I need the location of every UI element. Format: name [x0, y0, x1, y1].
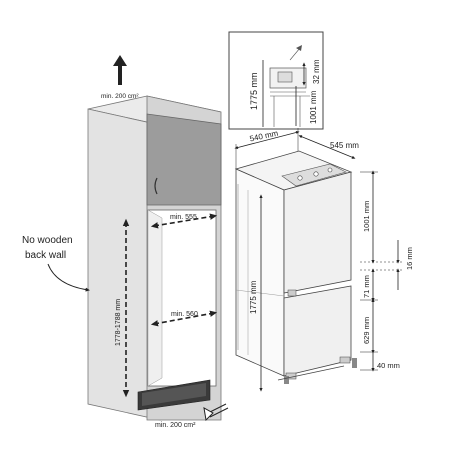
- note-pointer: [47, 263, 90, 292]
- appliance-depth-dimension: [298, 135, 356, 159]
- appliance-door-gap-label: 16 mm: [405, 247, 414, 270]
- note-line-2: back wall: [25, 250, 66, 261]
- width-upper-dimension: [150, 213, 218, 229]
- appliance-lower-door: [283, 285, 352, 377]
- niche-height-label: 1778-1788 mm: [115, 299, 122, 346]
- appliance-depth-label: 545 mm: [330, 141, 359, 150]
- detail-gap-mid-label: 1001 mm: [309, 90, 318, 124]
- appliance-upper-door: [283, 171, 352, 294]
- door-handle: [154, 177, 158, 195]
- appliance-lower-height-label: 629 mm: [362, 317, 371, 344]
- appliance-height-label: 1775 mm: [249, 280, 258, 314]
- air-inlet-arrow: [203, 403, 229, 422]
- width-lower-label: min. 560: [171, 311, 198, 318]
- width-upper-label: min. 555: [170, 214, 197, 221]
- appliance-mid-gap-label: 71 mm: [362, 275, 371, 298]
- appliance-width-label: 540 mm: [249, 129, 279, 144]
- appliance-width-dimension: [234, 130, 300, 150]
- upper-cabinet-door: [146, 113, 222, 206]
- appliance-right-dimensions: [360, 170, 404, 372]
- appliance-bottom-gap-label: 40 mm: [377, 361, 400, 370]
- detail-height-label: 1775 mm: [249, 72, 259, 110]
- appliance-upper-height-label: 1001 mm: [362, 201, 371, 232]
- detail-inset: [228, 31, 324, 130]
- cabinet: [87, 95, 222, 421]
- top-vent-label: min. 200 cm²: [101, 93, 139, 100]
- bottom-vent-label: min. 200 cm²: [155, 422, 196, 429]
- detail-gap-top-label: 32 mm: [312, 59, 321, 84]
- note-line-1: No wooden: [22, 235, 73, 246]
- appliance: [234, 150, 357, 384]
- air-outlet-arrow: [113, 55, 127, 85]
- width-lower-dimension: [150, 310, 218, 327]
